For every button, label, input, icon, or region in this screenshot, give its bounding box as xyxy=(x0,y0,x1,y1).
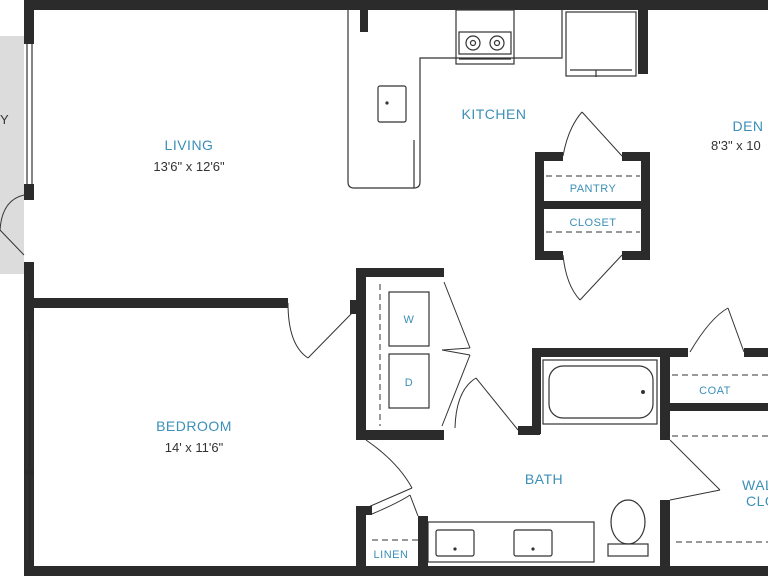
sink-drain xyxy=(385,101,389,105)
balcony-door-swing xyxy=(0,194,25,231)
wall-left-upper xyxy=(24,0,34,44)
window-living xyxy=(26,44,33,184)
bathtub xyxy=(542,359,658,425)
balcony-label-fragment: Y xyxy=(0,112,9,127)
linen-wall-top xyxy=(356,506,372,515)
bath-bedroom-door-leaf xyxy=(365,487,413,509)
walkin-closet-name-line2: CLO xyxy=(746,493,768,509)
bath-room-name: BATH xyxy=(525,471,563,487)
coat-door-leaf xyxy=(727,307,745,353)
closet-wall-bottom-left xyxy=(535,251,563,260)
pantry-wall-top-left xyxy=(535,152,563,161)
toilet xyxy=(607,499,649,557)
bedroom-door-leaf xyxy=(307,309,356,359)
bedroom-room-dims: 14' x 11'6" xyxy=(165,440,224,455)
balcony-door-leaf xyxy=(0,229,25,256)
den-room-name: DEN xyxy=(732,118,763,134)
wall-kitchen-den xyxy=(638,10,648,74)
linen-wall-left xyxy=(356,506,366,566)
den-room-dims: 8'3" x 10 xyxy=(711,138,761,153)
balcony-area xyxy=(0,36,24,274)
bath-door-swing xyxy=(454,377,477,429)
living-room-name: LIVING xyxy=(165,137,214,153)
kitchen-room-name: KITCHEN xyxy=(462,106,527,122)
bath-bedroom-door-swing xyxy=(365,439,413,489)
closet-label: CLOSET xyxy=(569,217,616,229)
bath-wall-left-stub xyxy=(518,426,540,435)
closet-door-swing xyxy=(562,254,581,301)
window-bedroom-1 xyxy=(26,330,33,470)
walkin-closet-name-line1: WAL xyxy=(742,477,768,493)
pantry-wall-top-right xyxy=(622,152,650,161)
wall-living-bedroom xyxy=(24,298,288,308)
coat-walkin-divider xyxy=(670,403,768,411)
stove xyxy=(455,9,515,65)
laundry-bifold-doors xyxy=(441,281,471,427)
laundry-wall-top xyxy=(356,268,444,277)
coat-door-swing xyxy=(689,307,729,353)
walkin-door-leaf xyxy=(669,489,721,501)
bedroom-door-swing xyxy=(287,302,309,359)
window-bedroom-2 xyxy=(26,475,33,560)
coat-wall-left-stub xyxy=(670,348,688,357)
kitchen-wall-stub xyxy=(360,10,368,32)
kitchen-counter-island xyxy=(347,10,563,189)
pantry-door-leaf xyxy=(581,111,623,157)
wall-bottom xyxy=(24,566,768,576)
laundry-wall-bottom xyxy=(356,430,444,440)
bath-wall-top xyxy=(532,348,688,357)
bath-wall-right xyxy=(660,348,670,440)
laundry-wall-left xyxy=(356,268,366,440)
coat-label: COAT xyxy=(699,385,731,397)
bedroom-room-name: BEDROOM xyxy=(156,418,232,434)
linen-door-swing xyxy=(371,494,411,515)
pantry-closet-divider xyxy=(535,201,650,209)
wall-left-mid xyxy=(24,184,34,200)
linen-wall-right xyxy=(418,516,428,566)
dryer xyxy=(388,353,430,409)
kitchen-sink xyxy=(377,85,407,123)
wall-top xyxy=(24,0,768,10)
bath-vanity xyxy=(427,521,595,563)
washer-label: W xyxy=(404,314,415,326)
walkin-door-swing xyxy=(669,439,721,491)
dryer-label: D xyxy=(405,377,413,389)
linen-label: LINEN xyxy=(374,549,409,561)
closet-door-leaf xyxy=(579,254,623,301)
laundry-wall-stub xyxy=(350,300,356,314)
pantry-label: PANTRY xyxy=(570,183,617,195)
refrigerator xyxy=(565,11,637,77)
pantry-door-swing xyxy=(562,111,583,157)
bath-door-leaf xyxy=(475,377,519,431)
linen-door-leaf xyxy=(409,494,419,517)
closet-wall-bottom-right xyxy=(622,251,650,260)
bath-wall-left-upper xyxy=(532,348,541,434)
washer xyxy=(388,291,430,347)
coat-wall-top xyxy=(744,348,768,357)
living-room-dims: 13'6" x 12'6" xyxy=(153,159,225,174)
wall-left-lower xyxy=(24,262,34,576)
bath-wall-bottom-right xyxy=(660,500,670,566)
